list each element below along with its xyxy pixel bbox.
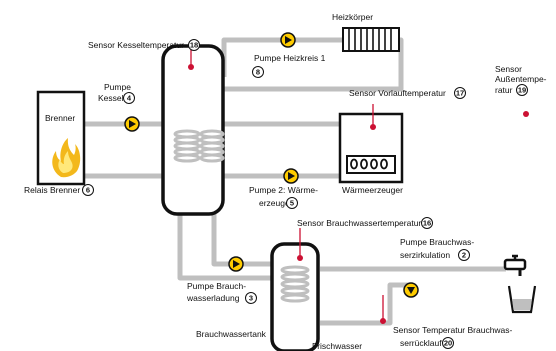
sensor-boiler-temperature-icon [188,50,194,70]
pump-heat-generator-label-line-2: erzeuger [259,198,293,208]
heat-generator [338,112,404,184]
sensor-outdoor-number: 19 [518,86,526,95]
dhw-tank-label: Brauchwassertank [196,329,267,339]
pump-heat-generator-icon[interactable] [283,168,299,184]
sensor-outdoor-label-line-1: Sensor [495,64,522,74]
flame-icon [52,138,81,178]
sensor-boiler-temperature-label: Sensor Kesseltemperatur [88,40,184,50]
dhw-tank [270,242,320,351]
pump-heating-circuit-1-label: Pumpe Heizkreis 1 [254,53,326,63]
pump-boiler-label-line-2: Kessel [98,93,124,103]
sensor-dhw-temperature-label: Sensor Brauchwassertemperatur [297,218,421,228]
relay-burner-label: Relais Brenner [24,185,80,195]
pump-dhw-circulation-number: 2 [462,251,466,260]
pipe-dhw-circulation-return [320,282,410,326]
sensor-flow-temperature-number: 17 [456,89,464,98]
fresh-water-label: Frischwasser [312,341,362,351]
sensor-dhw-return-number: 20 [444,339,452,348]
pump-dhw-charge-icon[interactable] [228,256,244,272]
sensor-outdoor-temperature-icon [523,111,529,117]
sensor-boiler-temperature-number: 18 [190,41,198,50]
pump-heat-generator-number: 5 [290,199,294,208]
pump-heating-circuit-1-icon[interactable] [280,32,296,48]
sensor-outdoor-label-line-2: Außentempe- [495,74,547,84]
sensor-dhw-return-label-line-2: serrücklauf [400,338,442,348]
sensor-flow-temperature-icon [370,104,376,130]
boiler-heat-exchanger-right [199,129,225,163]
pump-boiler-icon[interactable] [124,116,140,132]
pipe-dhw-charge-supply [211,212,272,267]
dhw-heat-exchanger [280,265,310,303]
pump-dhw-circulation-label-line-2: serzirkulation [400,250,450,260]
pipe-dhw-charge-return [177,212,272,281]
pump-boiler-label-line-1: Pumpe [104,82,131,92]
sensor-outdoor-label-line-3: ratur [495,85,513,95]
drinking-glass-icon [507,285,537,314]
pump-boiler-number: 4 [127,94,132,103]
heater-label: Heizkörper [332,12,373,22]
water-tap-icon [503,254,527,276]
sensor-dhw-return-label-line-1: Sensor Temperatur Brauchwas- [393,325,513,335]
sensor-dhw-temperature-icon [297,228,303,261]
burner-label: Brenner [45,113,75,123]
pump-dhw-circulation-label-line-1: Pumpe Brauchwas- [400,237,474,247]
burner-unit: Brenner [36,90,86,186]
radiator-icon [342,27,400,52]
pump-dhw-charge-label-line-1: Pumpe Brauch- [187,281,246,291]
heat-generator-label: Wärmeerzeuger [342,185,403,195]
pump-heat-generator-label-line-1: Pumpe 2: Wärme- [249,185,318,195]
burner-jets-icon [346,155,396,174]
relay-burner-number: 6 [86,186,90,195]
boiler-heat-exchanger-left [173,129,201,163]
pump-dhw-charge-label-line-2: wasserladung [186,293,240,303]
sensor-dhw-temperature-number: 16 [423,219,431,228]
sensor-flow-temperature-label: Sensor Vorlauftemperatur [349,88,446,98]
sensor-dhw-return-icon [380,295,386,324]
pump-dhw-charge-number: 3 [249,294,253,303]
boiler-tank [161,44,225,216]
pump-dhw-circulation-icon[interactable] [403,282,419,298]
pump-heating-circuit-1-number: 8 [256,68,260,77]
